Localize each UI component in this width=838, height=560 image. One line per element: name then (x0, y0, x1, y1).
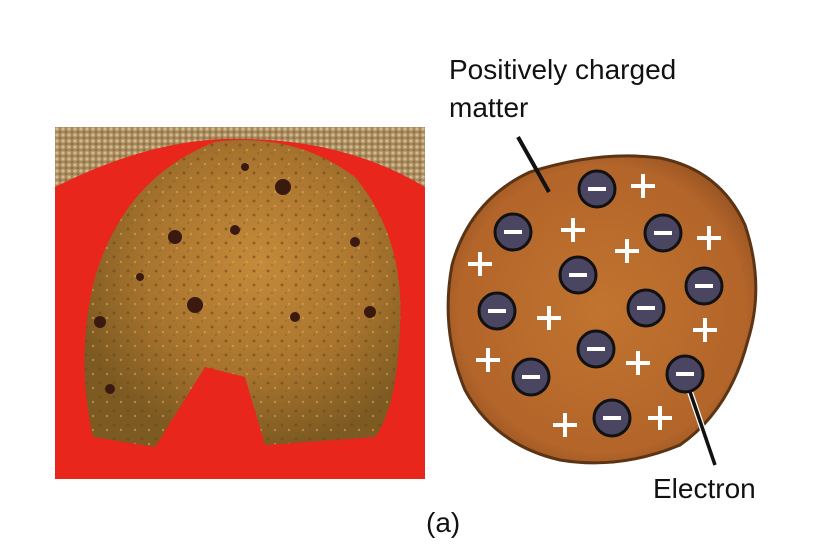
positive-matter-label-line2: matter (449, 92, 529, 123)
plus-icon (648, 406, 672, 430)
electron-icon (493, 212, 533, 252)
electron-icon (477, 291, 517, 331)
electron-icon (558, 255, 598, 295)
plus-icon (615, 239, 639, 263)
plum-pudding-photo (55, 127, 425, 479)
electron-icon (577, 169, 617, 209)
positive-charge-group (468, 174, 721, 437)
electron-icon (665, 354, 705, 394)
pudding-image (55, 127, 425, 479)
plus-icon (561, 218, 585, 242)
positive-matter-label: Positively charged (449, 54, 677, 85)
figure-caption: (a) (426, 507, 461, 538)
plus-icon (697, 226, 721, 250)
electron-icon (626, 288, 666, 328)
plus-icon (553, 413, 577, 437)
electron-group (477, 169, 724, 438)
electron-icon (684, 266, 724, 306)
plus-icon (626, 351, 650, 375)
plus-icon (476, 348, 500, 372)
plus-icon (693, 318, 717, 342)
electron-icon (576, 329, 616, 369)
positive-matter-pointer (516, 136, 551, 193)
electron-icon (643, 213, 683, 253)
electron-icon (511, 357, 551, 397)
electron-icon (592, 398, 632, 438)
plus-icon (631, 174, 655, 198)
plus-icon (468, 252, 492, 276)
plus-icon (537, 306, 561, 330)
electron-label: Electron (653, 473, 756, 504)
